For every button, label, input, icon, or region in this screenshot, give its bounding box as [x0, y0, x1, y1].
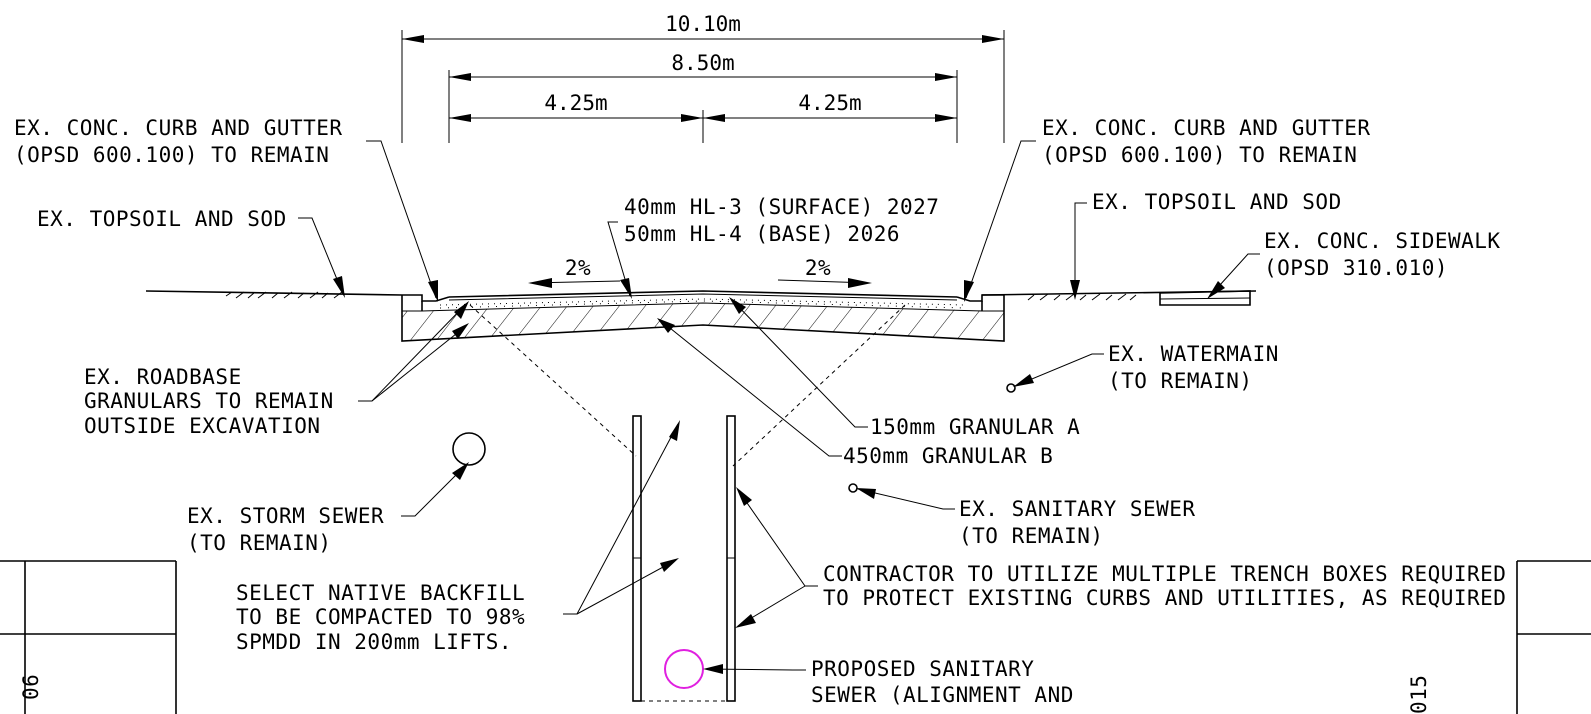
svg-text:SELECT NATIVE BACKFILL: SELECT NATIVE BACKFILL — [236, 581, 525, 605]
label-topsoil-right: EX. TOPSOIL AND SOD — [1092, 190, 1342, 214]
label-sanitary-sewer: EX. SANITARY SEWER (TO REMAIN) — [959, 497, 1196, 548]
slope-right: 2% — [777, 256, 872, 288]
svg-text:TO PROTECT EXISTING CURBS AND: TO PROTECT EXISTING CURBS AND UTILITIES,… — [823, 586, 1506, 610]
label-watermain: EX. WATERMAIN (TO REMAIN) — [1108, 342, 1279, 393]
svg-text:SPMDD IN 200mm LIFTS.: SPMDD IN 200mm LIFTS. — [236, 630, 512, 654]
svg-text:(OPSD 600.100) TO REMAIN: (OPSD 600.100) TO REMAIN — [1042, 143, 1357, 167]
svg-text:OUTSIDE EXCAVATION: OUTSIDE EXCAVATION — [84, 414, 321, 438]
title-block-left: 06 — [0, 560, 177, 714]
storm-sewer-pipe — [452, 432, 486, 466]
dim-overall-label: 10.10m — [665, 12, 741, 36]
dimension-pavement: 8.50m — [448, 51, 958, 143]
sanitary-sewer-pipe — [848, 483, 858, 493]
slope-right-label: 2% — [805, 256, 831, 280]
svg-text:EX. ROADBASE: EX. ROADBASE — [84, 365, 242, 389]
svg-text:(TO REMAIN): (TO REMAIN) — [187, 531, 332, 555]
svg-text:GRANULARS TO REMAIN: GRANULARS TO REMAIN — [84, 389, 334, 413]
svg-text:PROPOSED SANITARY: PROPOSED SANITARY — [811, 657, 1034, 681]
label-curb-right: EX. CONC. CURB AND GUTTER (OPSD 600.100)… — [1042, 116, 1371, 167]
label-proposed-sewer: PROPOSED SANITARY SEWER (ALIGNMENT AND — [811, 657, 1074, 707]
svg-text:(OPSD 310.010): (OPSD 310.010) — [1264, 256, 1448, 280]
svg-text:EX. WATERMAIN: EX. WATERMAIN — [1108, 342, 1279, 366]
svg-text:(TO REMAIN): (TO REMAIN) — [959, 524, 1104, 548]
dimension-overall: 10.10m — [401, 12, 1005, 143]
svg-text:SEWER (ALIGNMENT AND: SEWER (ALIGNMENT AND — [811, 683, 1074, 707]
svg-text:CONTRACTOR TO UTILIZE MULTIPLE: CONTRACTOR TO UTILIZE MULTIPLE TRENCH BO… — [823, 562, 1506, 586]
svg-text:EX. SANITARY SEWER: EX. SANITARY SEWER — [959, 497, 1196, 521]
label-sidewalk: EX. CONC. SIDEWALK (OPSD 310.010) — [1264, 229, 1501, 280]
label-curb-left: EX. CONC. CURB AND GUTTER (OPSD 600.100)… — [14, 116, 343, 167]
label-storm-sewer: EX. STORM SEWER (TO REMAIN) — [187, 504, 384, 555]
leader-lines — [298, 140, 1260, 674]
dim-left-half-label: 4.25m — [544, 91, 607, 115]
title-block-right: 015 — [1407, 560, 1591, 714]
slope-left: 2% — [528, 256, 621, 288]
label-backfill: SELECT NATIVE BACKFILL TO BE COMPACTED T… — [236, 581, 525, 654]
label-roadbase: EX. ROADBASE GRANULARS TO REMAIN OUTSIDE… — [84, 365, 334, 438]
dimension-halves: 4.25m 4.25m — [449, 91, 957, 143]
svg-text:EX. CONC. SIDEWALK: EX. CONC. SIDEWALK — [1264, 229, 1501, 253]
trench-box — [632, 415, 736, 702]
road-section — [145, 290, 1257, 467]
label-topsoil-left: EX. TOPSOIL AND SOD — [37, 207, 287, 231]
title-block-right-text: 015 — [1407, 675, 1431, 714]
label-granular-b: 450mm GRANULAR B — [843, 444, 1053, 468]
label-asphalt: 40mm HL-3 (SURFACE) 2027 50mm HL-4 (BASE… — [624, 195, 939, 246]
svg-text:40mm HL-3 (SURFACE) 2027: 40mm HL-3 (SURFACE) 2027 — [624, 195, 939, 219]
svg-text:EX. CONC. CURB AND GUTTER: EX. CONC. CURB AND GUTTER — [1042, 116, 1371, 140]
dim-right-half-label: 4.25m — [798, 91, 861, 115]
slope-left-label: 2% — [565, 256, 591, 280]
proposed-sanitary-pipe — [664, 649, 704, 689]
watermain-pipe — [1006, 383, 1016, 393]
svg-text:TO BE COMPACTED TO 98%: TO BE COMPACTED TO 98% — [236, 605, 525, 629]
dim-pavement-label: 8.50m — [671, 51, 734, 75]
svg-text:(OPSD 600.100) TO REMAIN: (OPSD 600.100) TO REMAIN — [14, 143, 329, 167]
label-trench-boxes: CONTRACTOR TO UTILIZE MULTIPLE TRENCH BO… — [823, 562, 1506, 610]
svg-text:EX. CONC. CURB AND GUTTER: EX. CONC. CURB AND GUTTER — [14, 116, 343, 140]
svg-text:EX. STORM SEWER: EX. STORM SEWER — [187, 504, 384, 528]
svg-text:(TO REMAIN): (TO REMAIN) — [1108, 369, 1253, 393]
svg-text:50mm HL-4 (BASE) 2026: 50mm HL-4 (BASE) 2026 — [624, 222, 900, 246]
title-block-left-text: 06 — [19, 674, 43, 700]
label-granular-a: 150mm GRANULAR A — [870, 415, 1080, 439]
